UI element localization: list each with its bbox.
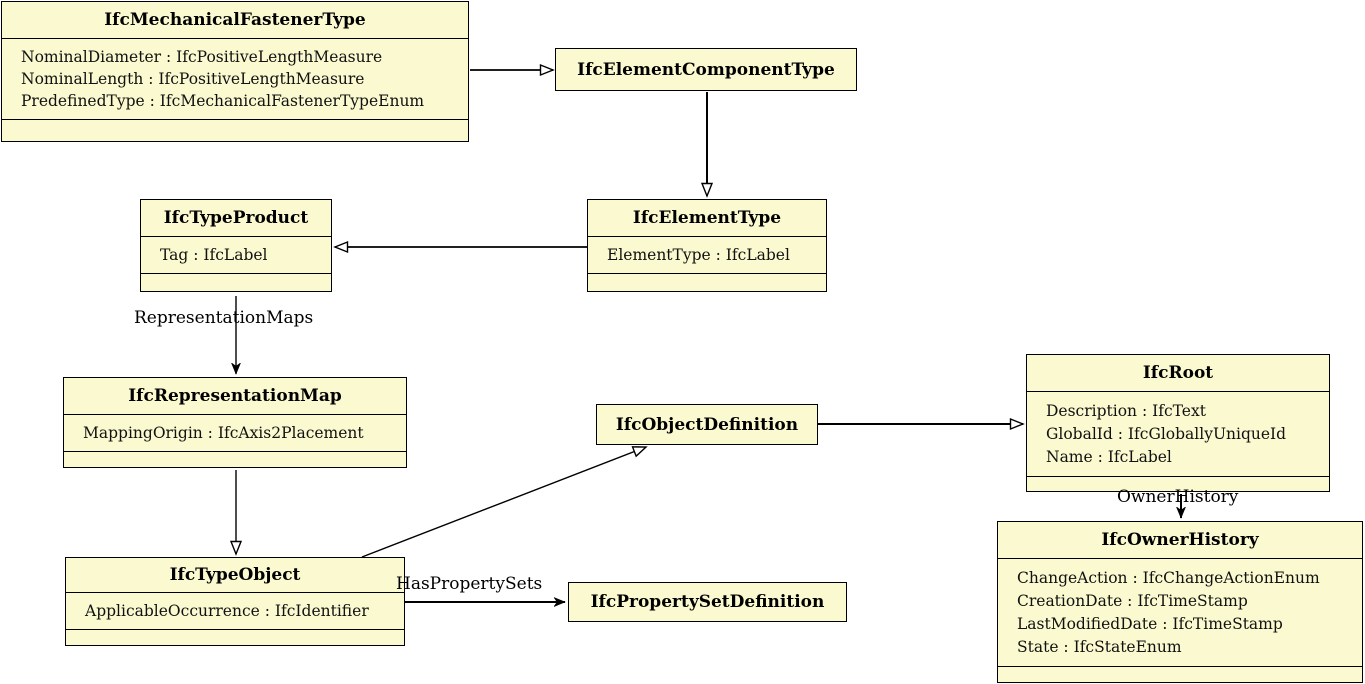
attribute-row: ChangeAction : IfcChangeActionEnum [1017,569,1320,587]
class-title: IfcTypeProduct [163,208,309,228]
class-empty-compartment [1027,476,1329,491]
class-title: IfcElementType [632,208,782,228]
class-attributes: Tag : IfcLabel [141,236,331,273]
class-ifcrepresentationmap: IfcRepresentationMap MappingOrigin : Ifc… [63,377,407,468]
class-title: IfcElementComponentType [577,59,835,80]
edge-label-ownerhistory: OwnerHistory [1117,487,1239,507]
attribute-row: State : IfcStateEnum [1017,638,1182,656]
class-title: IfcPropertySetDefinition [590,592,825,612]
class-ifcpropertysetdefinition: IfcPropertySetDefinition [568,582,847,622]
class-empty-compartment [2,119,468,141]
class-title: IfcObjectDefinition [615,414,799,435]
attribute-row: Name : IfcLabel [1046,448,1172,466]
class-ifcownerhistory: IfcOwnerHistory ChangeAction : IfcChange… [997,521,1363,683]
attribute-row: CreationDate : IfcTimeStamp [1017,592,1248,610]
attribute-row: GlobalId : IfcGloballyUniqueId [1046,425,1287,443]
edge-typeobject-to-objectdefinition [361,447,646,558]
class-attributes: MappingOrigin : IfcAxis2Placement [64,414,406,451]
class-empty-compartment [66,629,404,645]
class-ifcelementtype: IfcElementType ElementType : IfcLabel [587,199,827,292]
class-ifctypeobject: IfcTypeObject ApplicableOccurrence : Ifc… [65,557,405,646]
class-attributes: NominalDiameter : IfcPositiveLengthMeasu… [2,38,468,119]
attribute-row: Description : IfcText [1046,402,1206,420]
class-attributes: ChangeAction : IfcChangeActionEnum Creat… [998,558,1362,666]
attribute-row: ElementType : IfcLabel [607,246,790,264]
class-title: IfcMechanicalFastenerType [104,10,366,30]
class-attributes: ElementType : IfcLabel [588,236,826,273]
class-ifcmechanicalfastenertype: IfcMechanicalFastenerType NominalDiamete… [1,1,469,142]
class-empty-compartment [141,273,331,291]
class-title: IfcTypeObject [169,565,301,585]
class-empty-compartment [64,451,406,467]
class-title: IfcRepresentationMap [128,386,342,406]
edge-label-haspropertysets: HasPropertySets [396,574,543,594]
attribute-row: LastModifiedDate : IfcTimeStamp [1017,615,1283,633]
attribute-row: Tag : IfcLabel [160,246,268,264]
class-title: IfcOwnerHistory [1101,530,1259,550]
attribute-row: PredefinedType : IfcMechanicalFastenerTy… [21,92,425,110]
class-ifcroot: IfcRoot Description : IfcText GlobalId :… [1026,354,1330,492]
class-ifctypeproduct: IfcTypeProduct Tag : IfcLabel [140,199,332,292]
class-attributes: ApplicableOccurrence : IfcIdentifier [66,592,404,629]
attribute-row: ApplicableOccurrence : IfcIdentifier [85,602,369,620]
class-title: IfcRoot [1142,363,1214,383]
class-ifcobjectdefinition: IfcObjectDefinition [596,404,818,445]
attribute-row: MappingOrigin : IfcAxis2Placement [83,424,364,442]
class-attributes: Description : IfcText GlobalId : IfcGlob… [1027,391,1329,476]
class-ifcelementcomponenttype: IfcElementComponentType [555,48,857,91]
attribute-row: NominalDiameter : IfcPositiveLengthMeasu… [21,48,383,66]
class-empty-compartment [998,666,1362,684]
class-empty-compartment [588,273,826,291]
attribute-row: NominalLength : IfcPositiveLengthMeasure [21,70,365,88]
edge-label-representationmaps: RepresentationMaps [134,308,314,328]
